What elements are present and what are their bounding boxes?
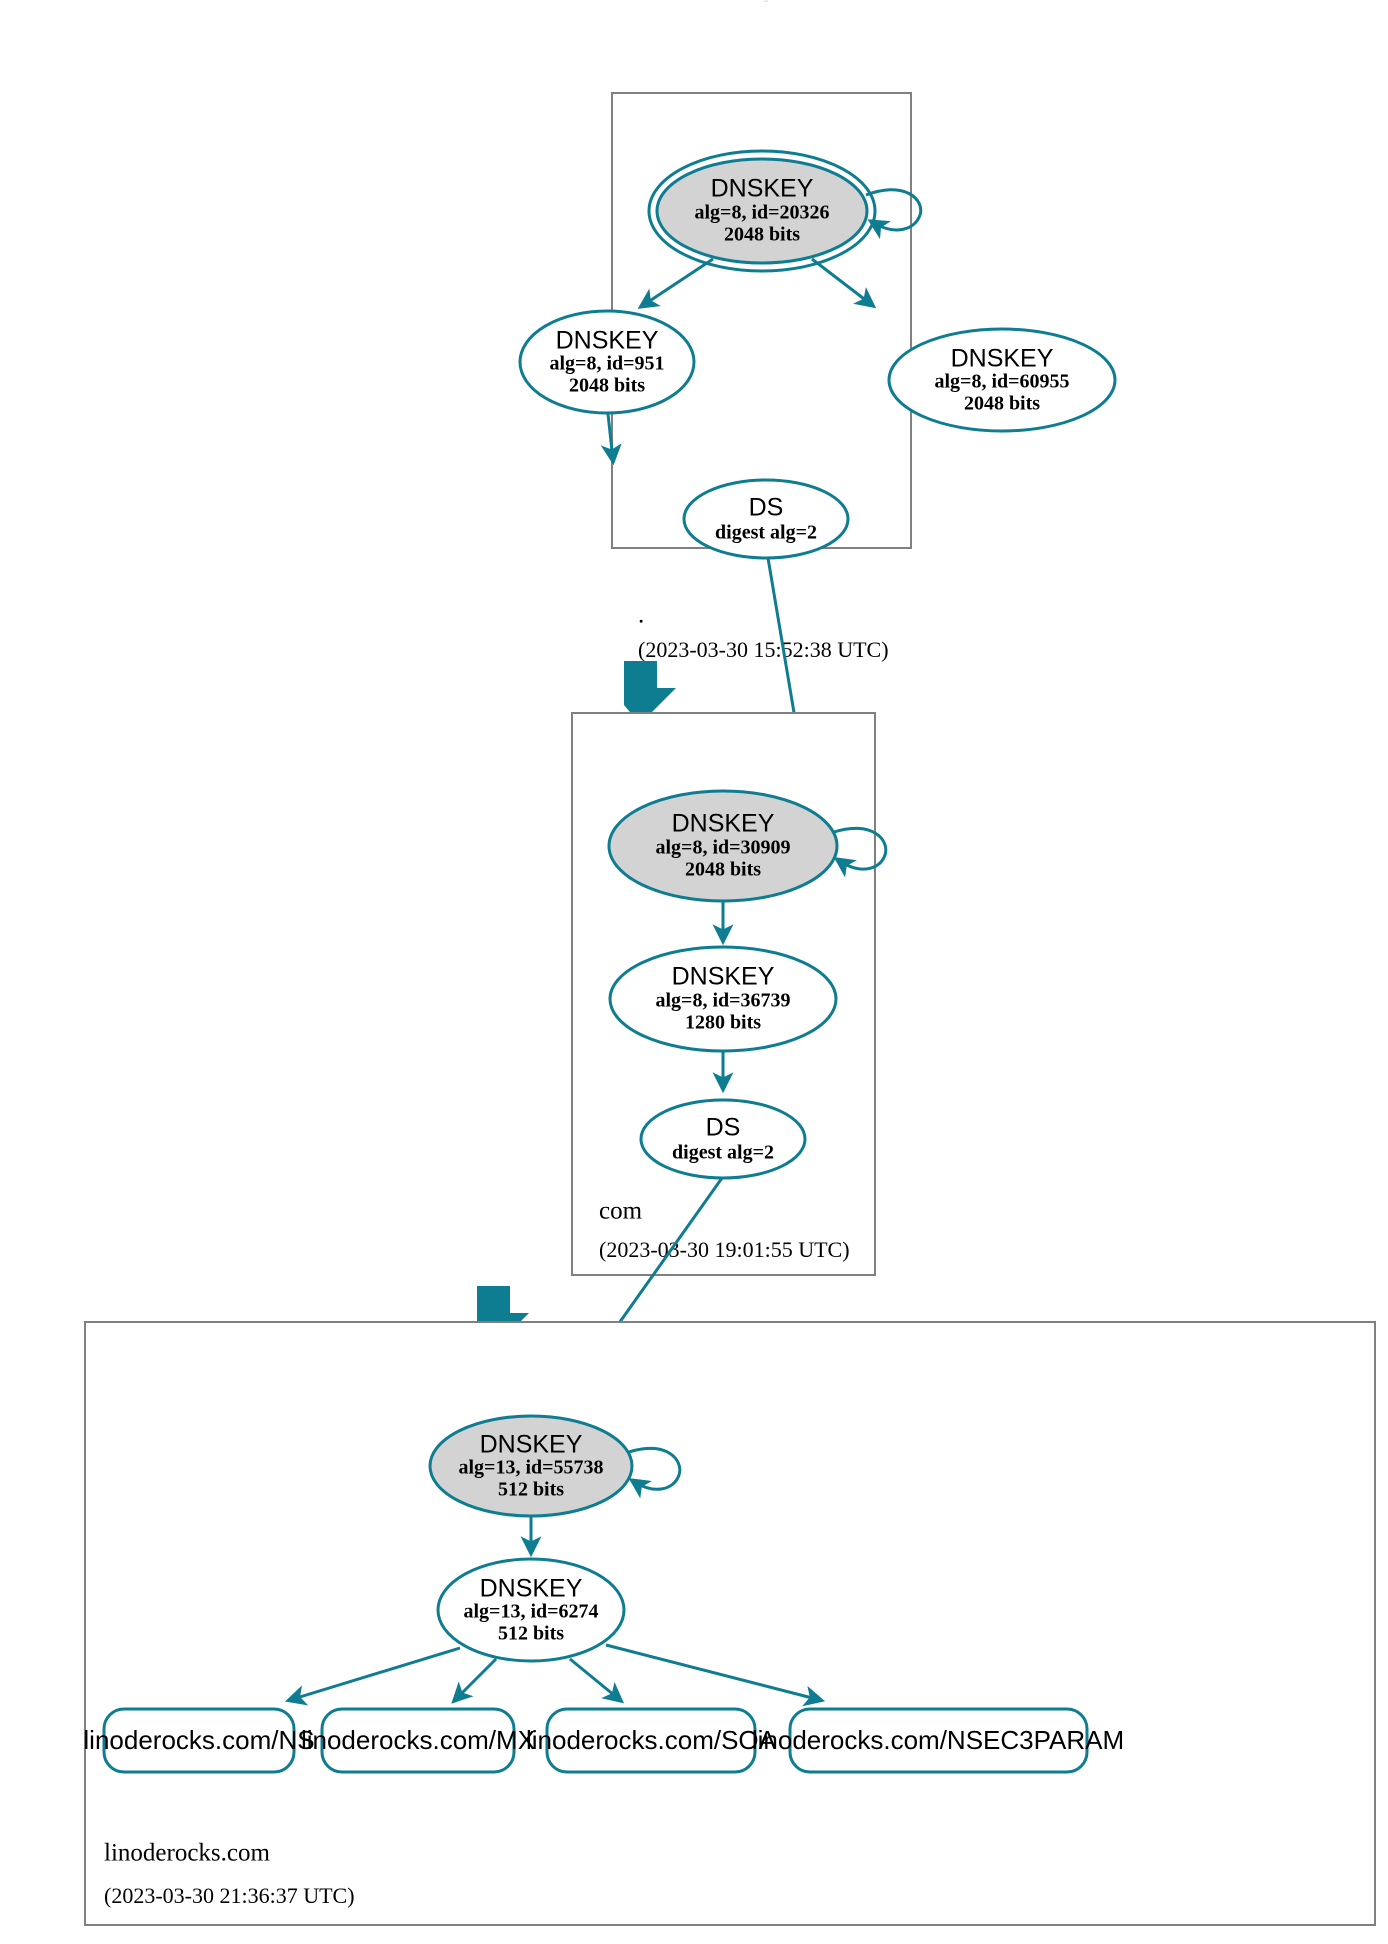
rrset-box-soa[interactable] <box>545 1707 757 1774</box>
zone-label-com: com <box>599 1198 643 1225</box>
node-root-ksk-line3: 2048 bits <box>724 224 800 246</box>
node-com-ksk-line2: alg=8, id=30909 <box>655 837 790 859</box>
node-com-ksk-line3: 2048 bits <box>685 859 761 881</box>
node-root-zsk-60955-type: DNSKEY <box>951 345 1054 373</box>
node-lr-ksk[interactable] <box>428 1414 634 1518</box>
node-lr-zsk-line3: 512 bits <box>498 1623 564 1645</box>
node-root-ksk-line2: alg=8, id=20326 <box>694 202 829 224</box>
rrset-label-nsec3param: linoderocks.com/NSEC3PARAM <box>752 1725 1124 1755</box>
edge-root-ksk-to-zsk951 <box>637 257 714 309</box>
rrset-label-soa: linoderocks.com/SOA <box>526 1725 777 1755</box>
node-root-zsk-60955[interactable] <box>887 327 1117 433</box>
node-lr-ksk-line2: alg=13, id=55738 <box>458 1457 603 1479</box>
node-root-ksk[interactable] <box>655 157 869 265</box>
node-com-zsk-type: DNSKEY <box>672 963 775 991</box>
node-root-ds-line2: digest alg=2 <box>715 522 817 544</box>
self-loop-com-ksk <box>833 826 888 878</box>
rrset-label-ns: linoderocks.com/NS <box>83 1725 314 1755</box>
node-root-ds[interactable] <box>682 478 850 560</box>
zone-timestamp-com: (2023-03-30 19:01:55 UTC) <box>599 1237 850 1262</box>
node-root-zsk-951-line2: alg=8, id=951 <box>549 353 664 375</box>
node-root-ksk-type: DNSKEY <box>711 175 814 203</box>
zone-timestamp-root: (2023-03-30 15:52:38 UTC) <box>638 637 889 662</box>
node-com-ds-line2: digest alg=2 <box>672 1142 774 1164</box>
node-com-ksk-type: DNSKEY <box>672 810 775 838</box>
node-root-zsk-60955-line2: alg=8, id=60955 <box>934 371 1069 393</box>
node-com-ds[interactable] <box>639 1098 807 1180</box>
node-lr-zsk[interactable] <box>436 1557 626 1663</box>
node-lr-zsk-line2: alg=13, id=6274 <box>463 1601 598 1623</box>
edge-lr-zsk-to-nsec3param <box>605 1643 826 1707</box>
node-com-zsk-line3: 1280 bits <box>685 1012 761 1034</box>
node-root-zsk-951-line3: 2048 bits <box>569 375 645 397</box>
edge-root-zsk951-to-ds <box>600 413 622 466</box>
node-com-ds-type: DS <box>706 1114 741 1142</box>
node-root-ksk-outer-ring <box>647 149 877 273</box>
zone-label-linoderocks: linoderocks.com <box>104 1840 270 1867</box>
node-root-ds-type: DS <box>749 494 784 522</box>
node-com-zsk[interactable] <box>608 945 838 1053</box>
node-root-zsk-951[interactable] <box>518 309 696 415</box>
node-com-zsk-line2: alg=8, id=36739 <box>655 990 790 1012</box>
edge-lr-zsk-to-soa <box>569 1657 625 1704</box>
self-loop-lr-ksk <box>628 1446 682 1499</box>
edge-lr-zsk-to-ns <box>284 1646 461 1706</box>
node-root-zsk-951-type: DNSKEY <box>556 327 659 355</box>
delegation-arrow-root-to-com <box>624 661 676 724</box>
rrset-box-nsec3param[interactable] <box>788 1707 1089 1774</box>
node-com-ksk[interactable] <box>607 789 839 903</box>
zone-timestamp-linoderocks: (2023-03-30 21:36:37 UTC) <box>104 1883 355 1908</box>
rrset-box-mx[interactable] <box>320 1707 516 1774</box>
node-root-zsk-60955-line3: 2048 bits <box>964 393 1040 415</box>
rrset-label-mx: linoderocks.com/MX <box>301 1725 535 1755</box>
node-lr-zsk-type: DNSKEY <box>480 1575 583 1603</box>
edge-root-ksk-to-zsk60955 <box>811 257 877 309</box>
node-lr-ksk-line3: 512 bits <box>498 1479 564 1501</box>
zone-box-linoderocks <box>84 1321 1376 1926</box>
rrset-box-ns[interactable] <box>102 1707 296 1774</box>
self-loop-root-ksk <box>865 188 923 240</box>
node-lr-ksk-type: DNSKEY <box>480 1431 583 1459</box>
zone-label-root: . <box>638 602 644 629</box>
edge-lr-zsk-to-mx <box>451 1657 498 1704</box>
